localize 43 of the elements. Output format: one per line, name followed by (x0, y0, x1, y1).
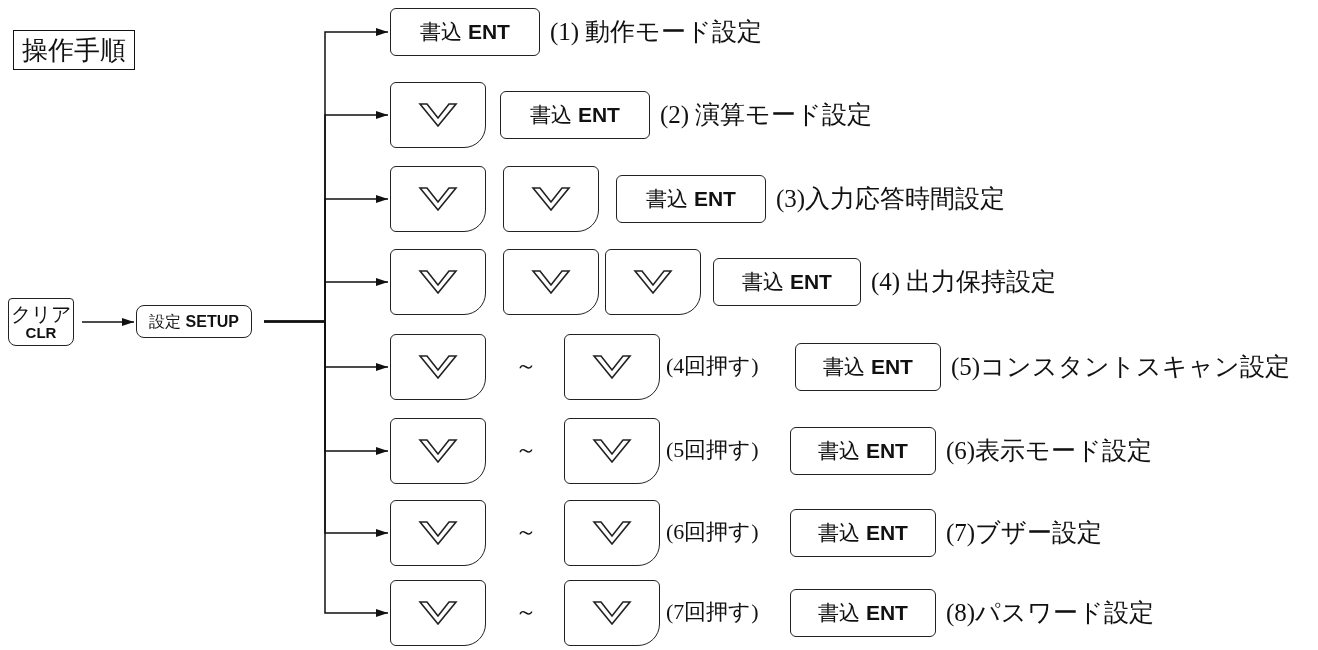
enter-key: 書込 ENT (790, 427, 936, 475)
enter-key: 書込 ENT (713, 258, 861, 306)
enter-key: 書込 ENT (616, 175, 766, 223)
enter-key: 書込 ENT (390, 8, 540, 56)
down-key (564, 580, 660, 646)
down-key (390, 500, 486, 566)
down-key (390, 249, 486, 315)
step-label: (4) 出力保持設定 (871, 269, 1057, 294)
step-label: (3)入力応答時間設定 (776, 186, 1006, 211)
range-tilde: ～ (515, 601, 537, 623)
clear-key: クリア CLR (8, 298, 74, 346)
arrow (263, 320, 389, 617)
down-key (390, 334, 486, 400)
setup-key: 設定 SETUP (136, 305, 252, 338)
down-key (390, 580, 486, 646)
title-box: 操作手順 (13, 30, 135, 70)
step-label: (6)表示モード設定 (946, 438, 1153, 463)
down-key (390, 418, 486, 484)
press-count-label: (7回押す) (666, 601, 759, 623)
step-label: (7)ブザー設定 (946, 520, 1103, 545)
press-count-label: (6回押す) (666, 521, 759, 543)
down-key (390, 166, 486, 232)
arrow (81, 318, 135, 326)
step-label: (1) 動作モード設定 (550, 19, 763, 44)
down-key (503, 249, 599, 315)
range-tilde: ～ (515, 521, 537, 543)
down-key (564, 334, 660, 400)
enter-key: 書込 ENT (790, 589, 936, 637)
down-key (564, 500, 660, 566)
range-tilde: ～ (515, 439, 537, 461)
step-label: (5)コンスタントスキャン設定 (951, 354, 1291, 379)
press-count-label: (5回押す) (666, 439, 759, 461)
step-label: (2) 演算モード設定 (660, 102, 873, 127)
step-label: (8)パスワード設定 (946, 600, 1155, 625)
press-count-label: (4回押す) (666, 355, 759, 377)
down-key (564, 418, 660, 484)
enter-key: 書込 ENT (795, 343, 941, 391)
enter-key: 書込 ENT (790, 509, 936, 557)
down-key (605, 249, 701, 315)
down-key (503, 166, 599, 232)
range-tilde: ～ (515, 355, 537, 377)
enter-key: 書込 ENT (500, 91, 650, 139)
down-key (390, 82, 486, 148)
